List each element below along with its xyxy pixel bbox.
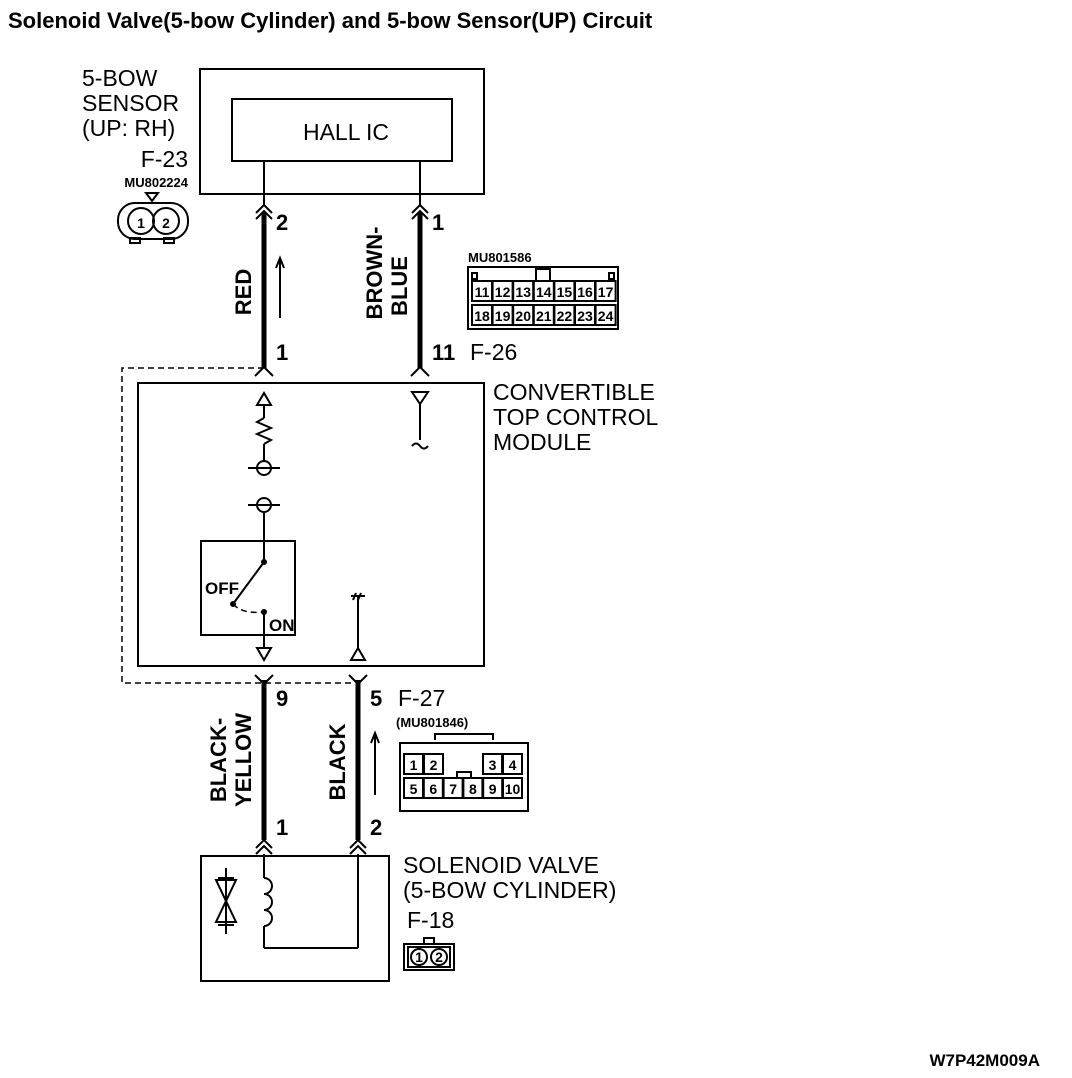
f27-pin-5: 5 (410, 781, 418, 797)
valve-pin-1: 1 (415, 949, 423, 965)
f26-pin-13: 13 (515, 284, 531, 300)
f26-pin-24-cell (594, 304, 617, 326)
hall-ic-box (231, 98, 453, 162)
valve-pin-2: 2 (435, 949, 443, 965)
sensor-input-circuit (410, 391, 430, 450)
f26-pin-11: 11 (475, 284, 490, 300)
brown-blue-color-line-1: BROWN- (362, 227, 387, 320)
f26-pin-14: 14 (536, 284, 552, 300)
sensor-name-line-2: SENSOR (82, 90, 179, 116)
hall-ic-label: HALL IC (303, 119, 389, 145)
red-module-pin: 1 (276, 340, 288, 365)
f26-pin-17-cell (594, 280, 617, 302)
module-shield-dashed (121, 367, 354, 684)
f26-pin-12: 12 (495, 284, 511, 300)
diode-icon (214, 868, 238, 934)
black-wire-color: BLACK (325, 723, 350, 800)
module-name-line-1: CONVERTIBLE (493, 379, 655, 405)
f26-pin-15: 15 (557, 284, 573, 300)
sensor-body (199, 68, 485, 195)
f26-pin-19: 19 (495, 308, 511, 324)
f27-part-number: (MU801846) (396, 715, 468, 730)
black-yellow-module-pin: 9 (276, 686, 288, 711)
f26-part-number: MU801586 (468, 250, 532, 265)
black-yellow-valve-pin: 1 (276, 815, 288, 840)
sensor-connector-id: F-23 (141, 146, 188, 172)
switch-on-label: ON (269, 616, 295, 635)
sensor-name-line-3: (UP: RH) (82, 115, 175, 141)
module-body (137, 382, 485, 667)
f26-pin-20: 20 (515, 308, 531, 324)
module-name-line-2: TOP CONTROL (493, 404, 658, 430)
brown-blue-module-pin: 11 (432, 340, 455, 365)
sensor-pin-1: 1 (137, 215, 145, 231)
f27-pin-10: 10 (505, 781, 521, 797)
red-wire-color: RED (231, 269, 256, 315)
sensor-label: 5-BOW SENSOR (UP: RH) F-23 MU802224 (82, 65, 189, 190)
module-label: CONVERTIBLE TOP CONTROL MODULE (493, 379, 658, 455)
f27-pin-8: 8 (469, 781, 477, 797)
f26-pin-21: 21 (536, 308, 552, 324)
f27-pin-9: 9 (489, 781, 497, 797)
pullup-resistor (248, 391, 280, 476)
relay-switch: OFF ON (200, 497, 296, 662)
black-yellow-color-line-2: YELLOW (231, 713, 256, 807)
sensor-connector-icon: 1 2 (117, 192, 189, 244)
f26-pin-23: 23 (577, 308, 593, 324)
f27-pin-4: 4 (509, 757, 517, 773)
red-sensor-pin: 2 (276, 210, 288, 235)
brown-blue-color-line-2: BLUE (387, 256, 412, 316)
module-ground-circuit (349, 592, 367, 661)
valve-body (200, 855, 390, 982)
wire-red: 2 1 RED (231, 203, 288, 377)
f26-pin-17: 17 (598, 284, 614, 300)
f26-pin-16: 16 (577, 284, 593, 300)
valve-name-line-2: (5-BOW CYLINDER) (403, 877, 616, 903)
brown-blue-sensor-pin: 1 (432, 210, 444, 235)
black-yellow-color-line-1: BLACK- (206, 718, 231, 802)
valve-connector-icon: 1 2 (403, 937, 455, 971)
module-name-line-3: MODULE (493, 429, 591, 455)
f27-pin-7: 7 (449, 781, 457, 797)
f27-pin-10-cell (502, 777, 523, 799)
valve-label: SOLENOID VALVE (5-BOW CYLINDER) F-18 (403, 852, 616, 933)
f27-pin-4-cell (502, 753, 523, 775)
sensor-pin-2: 2 (162, 215, 170, 231)
f27-pin-1: 1 (410, 757, 418, 773)
f27-pin-2-cell (423, 753, 444, 775)
diagram-title: Solenoid Valve(5-bow Cylinder) and 5-bow… (8, 8, 653, 33)
f27-connector-id: F-27 (398, 685, 445, 711)
f27-pin-2: 2 (430, 757, 438, 773)
valve-name-line-1: SOLENOID VALVE (403, 852, 599, 878)
valve-internal-circuit (263, 854, 359, 949)
wire-brown-blue: 1 11 BROWN- BLUE (362, 203, 455, 377)
wire-black-yellow: 9 1 BLACK- YELLOW (206, 674, 288, 855)
wire-black: 5 2 BLACK (325, 674, 382, 855)
figure-code: W7P42M009A (929, 1051, 1040, 1070)
sensor-part-number: MU802224 (124, 175, 188, 190)
f27-pin-3: 3 (489, 757, 497, 773)
f26-pin-24: 24 (598, 308, 614, 324)
f26-connector-id: F-26 (470, 339, 517, 365)
f26-pin-22: 22 (557, 308, 573, 324)
valve-connector-id: F-18 (407, 907, 454, 933)
f26-pin-18: 18 (474, 308, 490, 324)
black-valve-pin: 2 (370, 815, 382, 840)
sensor-name-line-1: 5-BOW (82, 65, 158, 91)
switch-off-label: OFF (205, 579, 239, 598)
black-module-pin: 5 (370, 686, 382, 711)
f27-pin-6: 6 (429, 781, 437, 797)
